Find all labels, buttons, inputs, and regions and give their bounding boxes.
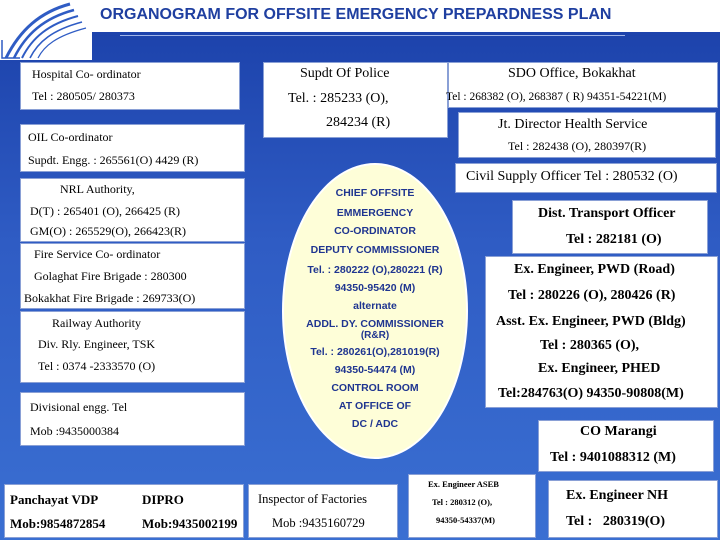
transport-box xyxy=(512,200,708,254)
title-bar xyxy=(0,0,720,32)
health-tel: Tel : 282438 (O), 280397(R) xyxy=(508,139,647,153)
railway-line1: Div. Rly. Engineer, TSK xyxy=(38,337,156,351)
page-title: ORGANOGRAM FOR OFFSITE EMERGENCY PREPARD… xyxy=(100,6,612,23)
divisional-box xyxy=(20,392,245,446)
nrl-line1: D(T) : 265401 (O), 266425 (R) xyxy=(30,204,180,218)
marangi-box xyxy=(538,420,714,472)
railway-title: Railway Authority xyxy=(52,316,141,330)
fire-line1: Golaghat Fire Brigade : 280300 xyxy=(34,269,187,283)
aseb-mob: 94350-54337(M) xyxy=(436,515,496,525)
oil-title: OIL Co-ordinator xyxy=(28,130,113,144)
factories-mob: Mob :9435160729 xyxy=(272,516,365,530)
divisional-mob: Mob :9435000384 xyxy=(30,424,120,438)
oval-line: 94350-54474 (M) xyxy=(334,364,416,376)
marangi-tel: Tel : 9401088312 (M) xyxy=(550,450,676,465)
panchayat-box xyxy=(4,484,244,538)
oval-line: ADDL. DY. COMMISSIONER xyxy=(306,318,444,330)
factories-box xyxy=(248,484,398,538)
oval-line: DEPUTY COMMISSIONER xyxy=(310,244,440,256)
police-box xyxy=(263,62,448,138)
supply-text: Civil Supply Officer Tel : 280532 (O) xyxy=(466,169,678,184)
chief-coordinator-oval xyxy=(282,163,468,459)
oval-line: CONTROL ROOM xyxy=(331,382,419,394)
health-box xyxy=(458,112,716,158)
oval-line: alternate xyxy=(353,300,397,312)
health-title: Jt. Director Health Service xyxy=(498,117,648,132)
nrl-line2: GM(O) : 265529(O), 266423(R) xyxy=(30,224,186,238)
police-tel2: 284234 (R) xyxy=(326,115,391,130)
railway-box xyxy=(20,311,245,383)
fire-title: Fire Service Co- ordinator xyxy=(34,247,161,261)
oil-box xyxy=(20,124,245,172)
title-underline xyxy=(120,35,625,36)
pwd-line: Ex. Engineer, PWD (Road) xyxy=(514,262,675,277)
logo xyxy=(0,0,92,60)
oval-line: Tel. : 280222 (O),280221 (R) xyxy=(307,264,443,276)
oval-line: (R&R) xyxy=(360,330,390,341)
factories-title: Inspector of Factories xyxy=(258,492,367,506)
aseb-box xyxy=(408,474,536,538)
pwd-line: Ex. Engineer, PHED xyxy=(538,361,661,376)
fire-box xyxy=(20,243,245,309)
dipro-mob: Mob:9435002199 xyxy=(142,516,238,531)
transport-title: Dist. Transport Officer xyxy=(538,206,676,221)
nrl-box xyxy=(20,178,245,242)
nh-tel: Tel : 280319(O) xyxy=(566,514,666,529)
oval-line: EMMERGENCY xyxy=(336,207,414,219)
nh-box xyxy=(548,480,718,538)
police-title: Supdt Of Police xyxy=(300,66,390,81)
oval-line: DC / ADC xyxy=(351,418,399,430)
oil-tel: Supdt. Engg. : 265561(O) 4429 (R) xyxy=(28,153,199,167)
hospital-title: Hospital Co- ordinator xyxy=(32,67,141,81)
sdo-box xyxy=(448,62,718,108)
nrl-title: NRL Authority, xyxy=(60,182,135,196)
panchayat-title: Panchayat VDP xyxy=(10,492,99,507)
divisional-title: Divisional engg. Tel xyxy=(30,400,128,414)
pwd-box xyxy=(485,256,718,408)
railway-line2: Tel : 0374 -2333570 (O) xyxy=(38,359,156,373)
oval-line: CHIEF OFFSITE xyxy=(335,187,415,199)
pwd-line: Tel : 280226 (O), 280426 (R) xyxy=(508,288,676,303)
oval-line: AT OFFICE OF xyxy=(338,400,412,412)
dipro-title: DIPRO xyxy=(142,492,184,507)
panchayat-mob: Mob:9854872854 xyxy=(10,516,106,531)
fire-line2: Bokakhat Fire Brigade : 269733(O) xyxy=(24,291,196,305)
pwd-line: Asst. Ex. Engineer, PWD (Bldg) xyxy=(496,314,686,329)
oval-line: CO-ORDINATOR xyxy=(334,225,416,237)
oval-line: 94350-95420 (M) xyxy=(334,282,416,294)
pwd-line: Tel : 280365 (O), xyxy=(540,338,640,353)
hospital-box xyxy=(20,62,240,110)
transport-tel: Tel : 282181 (O) xyxy=(566,232,662,247)
hospital-tel: Tel : 280505/ 280373 xyxy=(32,89,135,103)
swoosh-logo-icon xyxy=(1,2,87,59)
marangi-title: CO Marangi xyxy=(580,424,657,439)
supply-box xyxy=(455,163,717,193)
police-tel1: Tel. : 285233 (O), xyxy=(288,91,389,106)
nh-title: Ex. Engineer NH xyxy=(566,488,669,503)
pwd-line: Tel:284763(O) 94350-90808(M) xyxy=(498,386,684,401)
sdo-title: SDO Office, Bokakhat xyxy=(508,66,636,81)
oval-line: Tel. : 280261(O),281019(R) xyxy=(310,346,440,358)
sdo-tel: Tel : 268382 (O), 268387 ( R) 94351-5422… xyxy=(446,91,667,103)
aseb-title: Ex. Engineer ASEB xyxy=(428,479,499,489)
aseb-tel: Tel : 280312 (O), xyxy=(432,497,493,507)
